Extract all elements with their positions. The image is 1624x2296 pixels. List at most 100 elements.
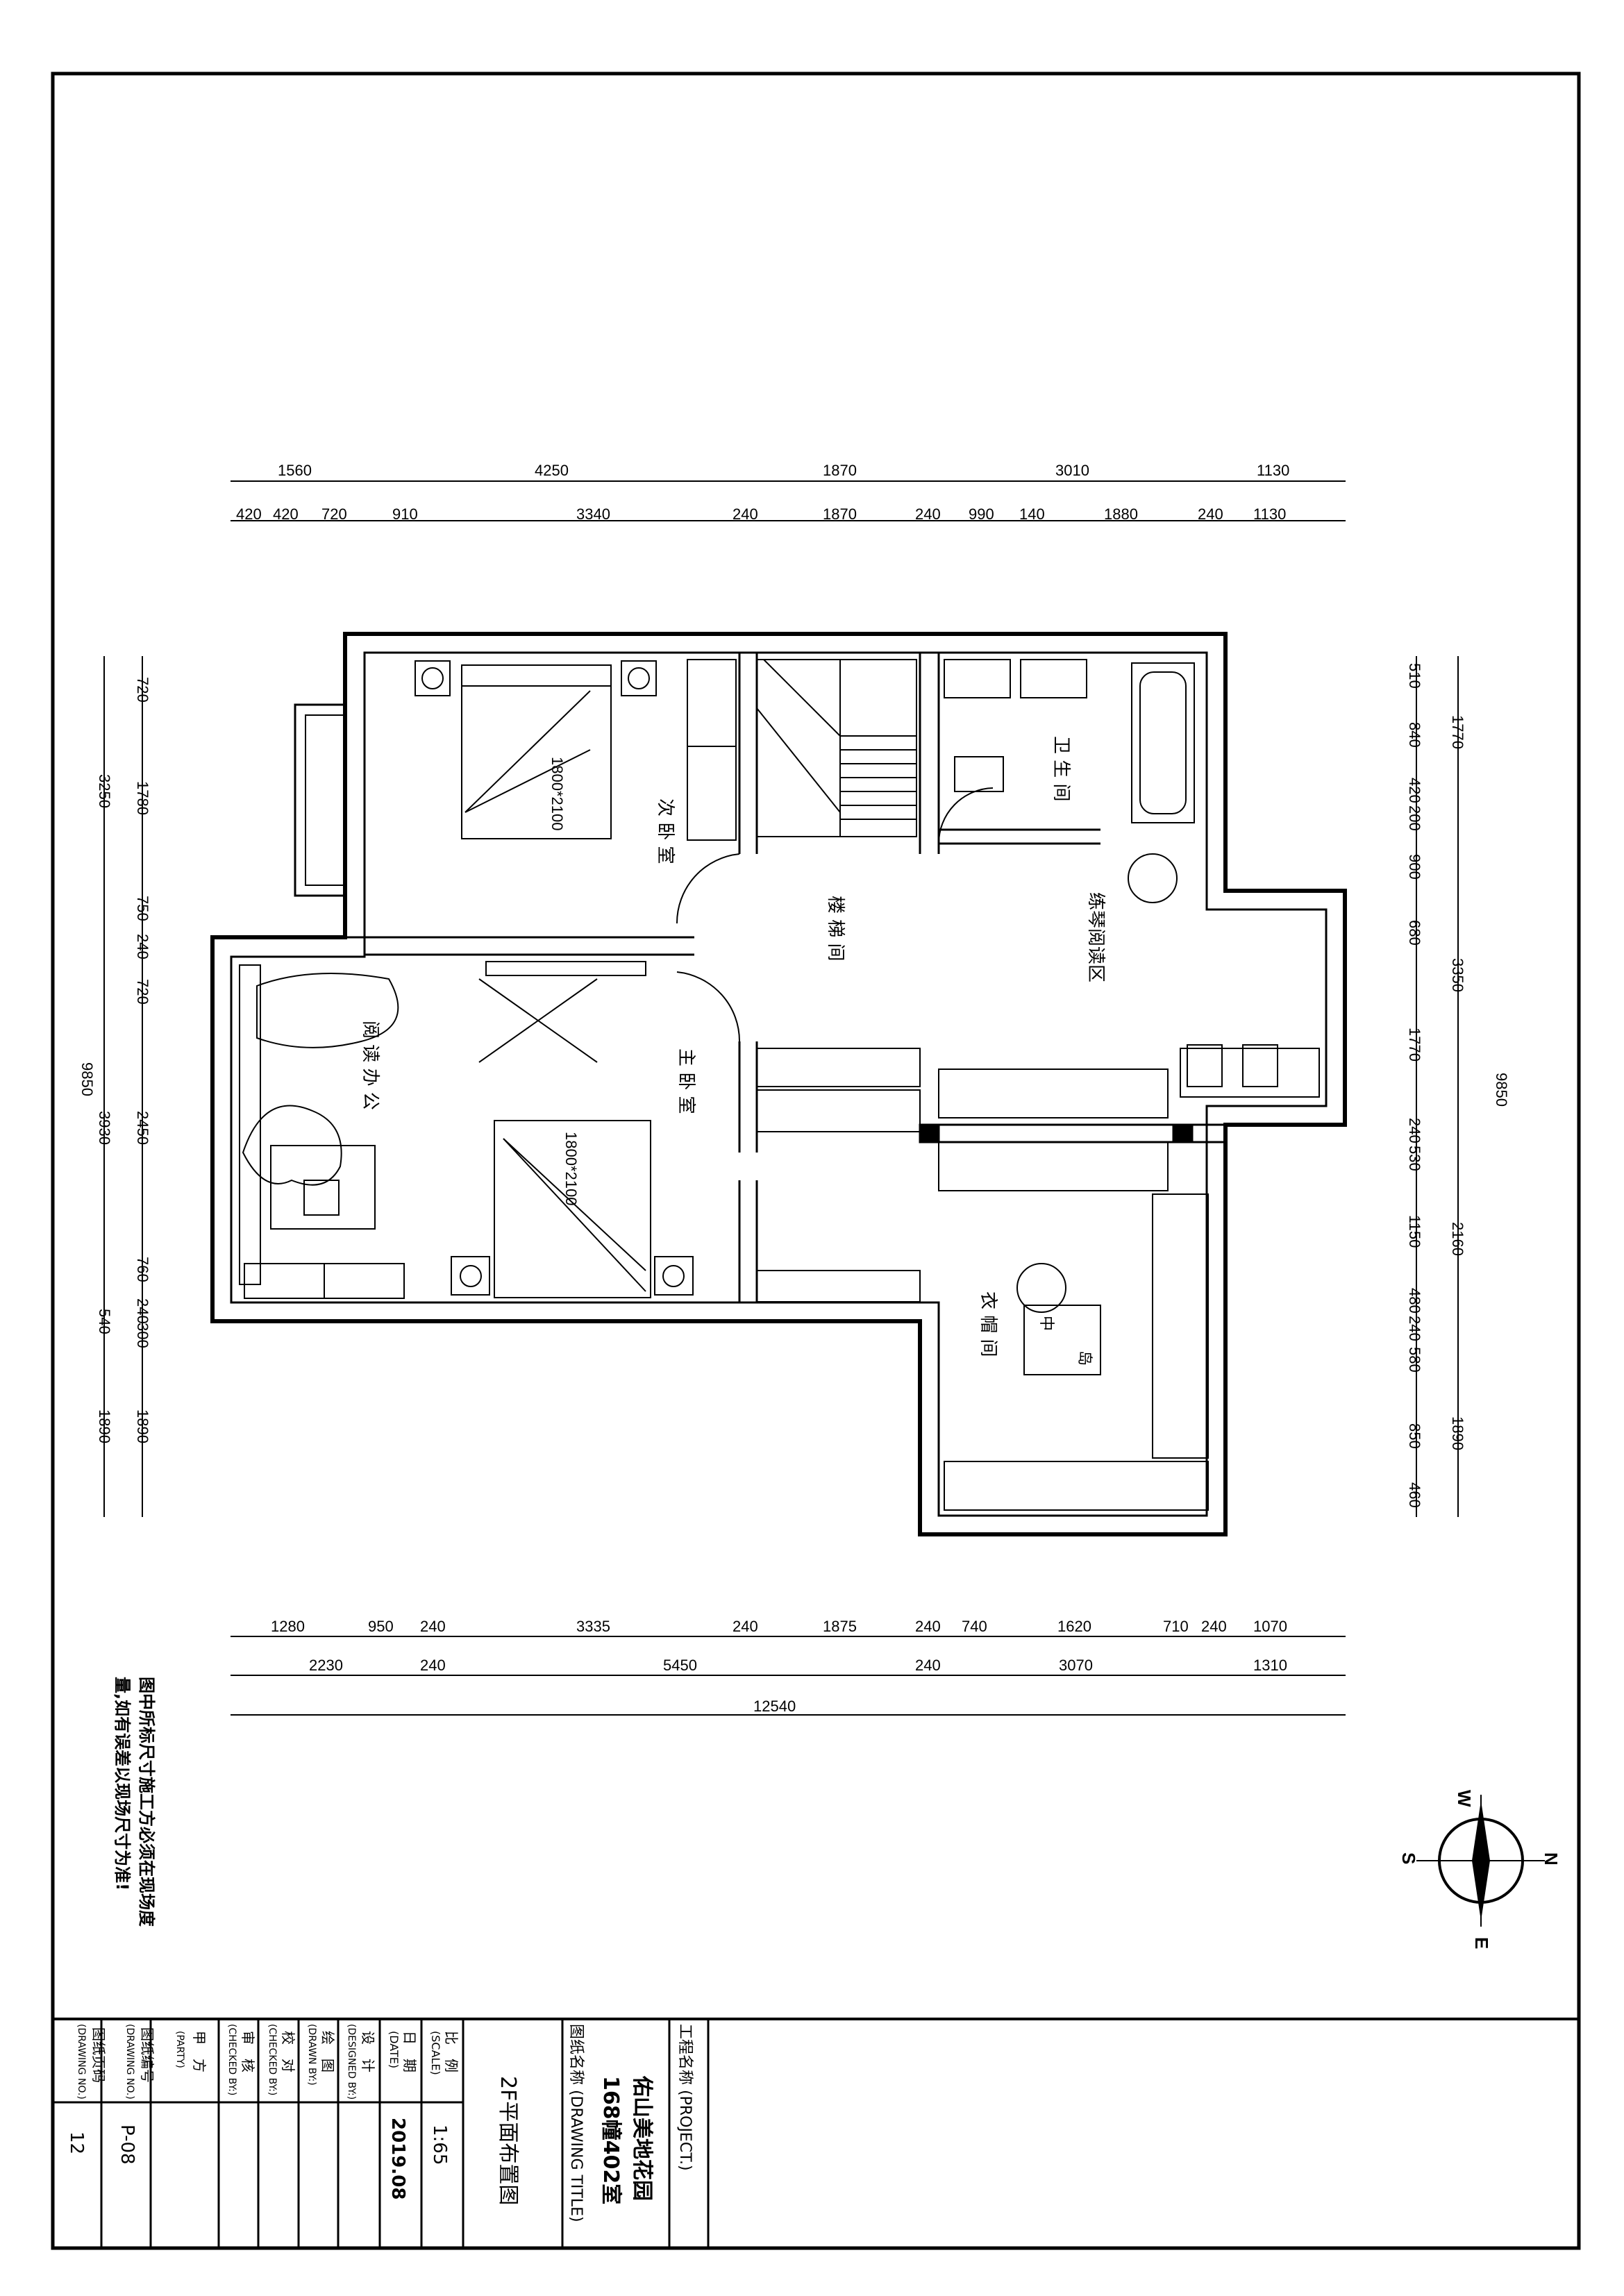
title-block-text: 工程名称 (PROJECT.) 佑山美地花园 168幢402室 图纸名称 (DR… [66,2024,694,2222]
party-label-1: 甲 方 [191,2031,208,2072]
bay-window [294,703,345,897]
dimensions-right-inner: 510 840 420 200 900 680 1770 240 530 115… [1406,663,1423,1508]
island-label-2: 岛 [1076,1350,1094,1366]
compass-w: W [1454,1790,1475,1807]
bed-master [451,961,694,1298]
scale-value: 1:65 [429,2125,450,2165]
compass-needle [1471,1804,1491,1917]
dim-top-inner-9: 990 [969,505,994,523]
dim-top-inner-2: 420 [273,505,299,523]
dim-left-inner-4: 240 [134,934,151,960]
dim-left-inner-5: 720 [134,979,151,1005]
date-label-2: (DATE) [387,2031,401,2068]
date-value: 2019.08 [387,2118,408,2199]
note-line-1: 图中所标尺寸施工方必须在现场度 [137,1677,156,1927]
dim-left-total: 9850 [78,1062,96,1096]
dim-right-inner-3: 420 [1406,778,1423,803]
room-reading-office: 阅 读 办 公 [360,1021,380,1110]
dim-right-inner-10: 1150 [1406,1215,1423,1248]
inner-wall [230,651,1328,1517]
dim-right-inner-9: 530 [1406,1146,1423,1171]
dim-right-inner-12: 240 [1406,1316,1423,1341]
door-master [676,971,741,1042]
designed-label-1: 设 计 [360,2031,376,2072]
dim-top-inner-13: 1130 [1253,505,1286,523]
dim-top-outer-5: 1130 [1257,462,1289,479]
dim-top-inner-11: 1880 [1104,505,1138,523]
dim-right-outer-4: 1890 [1449,1416,1466,1450]
title-block [53,2018,1579,2248]
dim-right-inner-6: 680 [1406,920,1423,946]
dim-right-inner-14: 850 [1406,1423,1423,1449]
dim-top-outer-4: 3010 [1055,462,1089,479]
compass: W N S E [1398,1790,1562,1949]
dim-top-inner-5: 3340 [576,505,610,523]
dim-bottom-inner-6: 1875 [823,1618,857,1635]
designed-label-2: (DESIGNED BY:) [346,2024,357,2100]
room-labels: 次 卧 室 楼 梯 间 卫 生 间 练琴阅读区 阅 读 办 公 主 卧 室 衣 … [360,736,1106,1366]
dim-bottom-inner-8: 740 [962,1618,987,1635]
dim-bottom-inner-9: 1620 [1057,1618,1091,1635]
column-1 [919,1123,940,1143]
project-name-1: 佑山美地花园 [630,2075,654,2201]
drawing-no-label-1: 图纸编号 [139,2027,156,2083]
checked-label-1: 校 对 [280,2031,296,2072]
drawn-label-2: (DRAWN BY:) [306,2024,317,2086]
drawing-no-value: P-08 [117,2125,137,2165]
dim-top-inner-10: 140 [1019,505,1045,523]
project-name-2: 168幢402室 [598,2076,623,2204]
dim-right-inner-5: 900 [1406,854,1423,880]
floor-plan [210,632,1347,1536]
dimensions-bottom-mid: 2230 240 5450 240 3070 1310 [309,1657,1287,1674]
dim-top-inner-6: 240 [733,505,758,523]
compass-n: N [1541,1852,1562,1866]
dim-left-inner-11: 1890 [96,1409,113,1443]
dim-bottom-inner-12: 1070 [1253,1618,1287,1635]
dim-left-inner-10: 540 [96,1309,113,1334]
approved-label-2: (CHECKED BY:) [226,2024,237,2095]
dim-bottom-mid-3: 5450 [663,1657,697,1674]
dimensions-left-inner: 720 1780 750 240 720 2450 760 240 300 54… [96,677,151,1443]
dim-right-inner-8: 240 [1406,1118,1423,1143]
dim-bottom-inner-4: 3335 [576,1618,610,1635]
compass-e: E [1471,1937,1492,1949]
date-label-1: 日 期 [401,2031,418,2072]
compass-s: S [1398,1852,1419,1864]
dim-bottom-mid-5: 3070 [1059,1657,1093,1674]
dim-right-inner-7: 1770 [1406,1028,1423,1062]
dimensions-bottom-inner: 1280 950 240 3335 240 1875 240 740 1620 … [271,1618,1287,1635]
bed-size-master: 1800*2100 [562,1132,580,1205]
dim-top-inner-1: 420 [236,505,262,523]
checked-label-2: (CHECKED BY:) [267,2024,278,2095]
bed-second-bedroom [415,660,657,839]
dimensions-top-outer: 1560 4250 1870 3010 1130 [278,462,1289,479]
dim-left-outer-3: 1890 [134,1409,151,1443]
dim-top-outer-3: 1870 [823,462,857,479]
dim-left-inner-9: 300 [134,1323,151,1348]
drawn-label-1: 绘 图 [319,2031,336,2072]
dim-bottom-inner-11: 240 [1201,1618,1227,1635]
outer-wall [210,632,1347,1536]
note-line-2: 量,如有误差以现场尺寸为准! [112,1677,132,1891]
dim-top-inner-4: 910 [392,505,418,523]
dim-left-inner-3: 750 [134,896,151,921]
dim-right-outer-1: 1770 [1449,715,1466,749]
drawing-frame [51,72,1581,2250]
dim-right-inner-15: 460 [1406,1482,1423,1508]
bed-size-second: 1800*2100 [549,757,566,830]
dim-bottom-inner-1: 1280 [271,1618,305,1635]
dim-top-outer-1: 1560 [278,462,312,479]
scale-label-1: 比 例 [443,2031,460,2072]
drawing-no-label-2: (DRAWING NO.) [124,2024,135,2100]
wardrobe-second-bedroom [687,659,737,841]
project-label: 工程名称 (PROJECT.) [676,2024,694,2171]
dim-bottom-mid-2: 240 [420,1657,446,1674]
staircase [756,659,917,837]
room-master-bedroom: 主 卧 室 [676,1048,696,1114]
piano-area [1180,1044,1320,1098]
dim-right-outer-3: 2160 [1449,1222,1466,1256]
column-2 [1172,1123,1194,1143]
island-label-1: 中 [1038,1316,1055,1331]
room-bathroom: 卫 生 间 [1050,736,1071,802]
dimension-lines [103,480,1459,1716]
